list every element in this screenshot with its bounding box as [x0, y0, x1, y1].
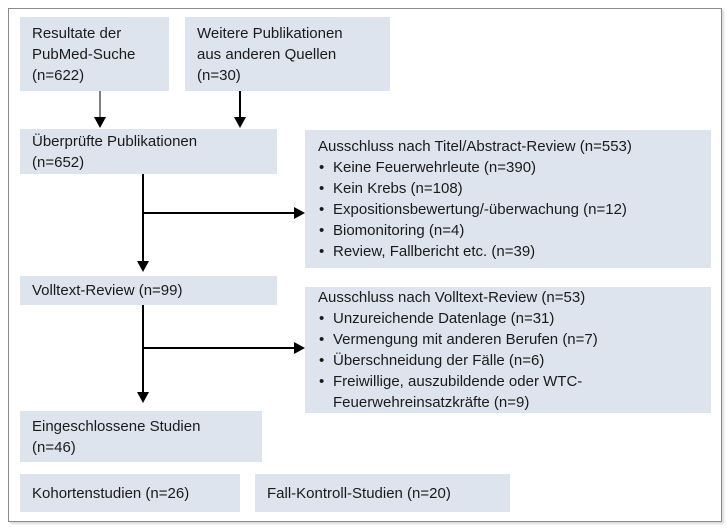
box-cohort-studies-label: Kohortenstudien (n=26)	[32, 484, 190, 502]
box-screened-publications: Überprüfte Publikationen (n=652)	[20, 129, 277, 174]
branch-to-exclusion2-shaft	[143, 347, 295, 349]
box-screened-publications-label: Überprüfte Publikationen (n=652)	[32, 132, 198, 171]
box-included-studies: Eingeschlossene Studien (n=46)	[20, 411, 262, 462]
box-cohort-studies: Kohortenstudien (n=26)	[20, 474, 240, 512]
list-item: Kein Krebs (n=108)	[318, 178, 701, 199]
box-pubmed-results: Resultate der PubMed-Suche (n=622)	[20, 17, 169, 91]
box-included-studies-label: Eingeschlossene Studien (n=46)	[32, 417, 201, 456]
box-other-sources: Weitere Publikationen aus anderen Quelle…	[185, 17, 390, 91]
arrow-fulltext-down-icon	[137, 392, 149, 403]
list-item: Freiwillige, auszubildende oder WTC-Feue…	[318, 371, 701, 413]
box-fulltext-review-label: Volltext-Review (n=99)	[32, 282, 183, 299]
arrow-screened-down-icon	[137, 261, 149, 272]
box-fulltext-review: Volltext-Review (n=99)	[20, 276, 277, 305]
arrow-pubmed-down-shaft	[99, 91, 101, 118]
figure-frame	[8, 8, 722, 522]
arrow-exclusion1-icon	[294, 207, 305, 219]
list-item: Keine Feuerwehrleute (n=390)	[318, 157, 701, 178]
title-abstract-exclusions-title: Ausschluss nach Titel/Abstract-Review (n…	[318, 138, 632, 155]
arrow-pubmed-down-icon	[94, 117, 106, 128]
fulltext-exclusions-list: Unzureichende Datenlage (n=31) Vermengun…	[318, 308, 701, 413]
fulltext-exclusions-title: Ausschluss nach Volltext-Review (n=53)	[318, 289, 586, 306]
arrow-exclusion2-icon	[294, 342, 305, 354]
connector-screened-down-shaft	[142, 174, 144, 263]
list-item: Review, Fallbericht etc. (n=39)	[318, 241, 701, 262]
list-item: Überschneidung der Fälle (n=6)	[318, 350, 701, 371]
arrow-other-down-icon	[234, 117, 246, 128]
box-case-control-studies-label: Fall-Kontroll-Studien (n=20)	[267, 484, 451, 502]
box-fulltext-exclusions: Ausschluss nach Volltext-Review (n=53) U…	[305, 287, 711, 413]
list-item: Expositionsbewertung/-überwachung (n=12)	[318, 199, 701, 220]
title-abstract-exclusions-list: Keine Feuerwehrleute (n=390) Kein Krebs …	[318, 157, 701, 262]
box-case-control-studies: Fall-Kontroll-Studien (n=20)	[255, 474, 510, 512]
connector-fulltext-down-shaft	[142, 305, 144, 394]
list-item: Vermengung mit anderen Berufen (n=7)	[318, 329, 701, 350]
branch-to-exclusion1-shaft	[143, 212, 295, 214]
arrow-other-down-shaft	[239, 91, 241, 118]
box-other-sources-label: Weitere Publikationen aus anderen Quelle…	[197, 24, 343, 84]
list-item: Unzureichende Datenlage (n=31)	[318, 308, 701, 329]
list-item: Biomonitoring (n=4)	[318, 220, 701, 241]
box-pubmed-results-label: Resultate der PubMed-Suche (n=622)	[32, 24, 136, 84]
box-title-abstract-exclusions: Ausschluss nach Titel/Abstract-Review (n…	[305, 130, 711, 268]
